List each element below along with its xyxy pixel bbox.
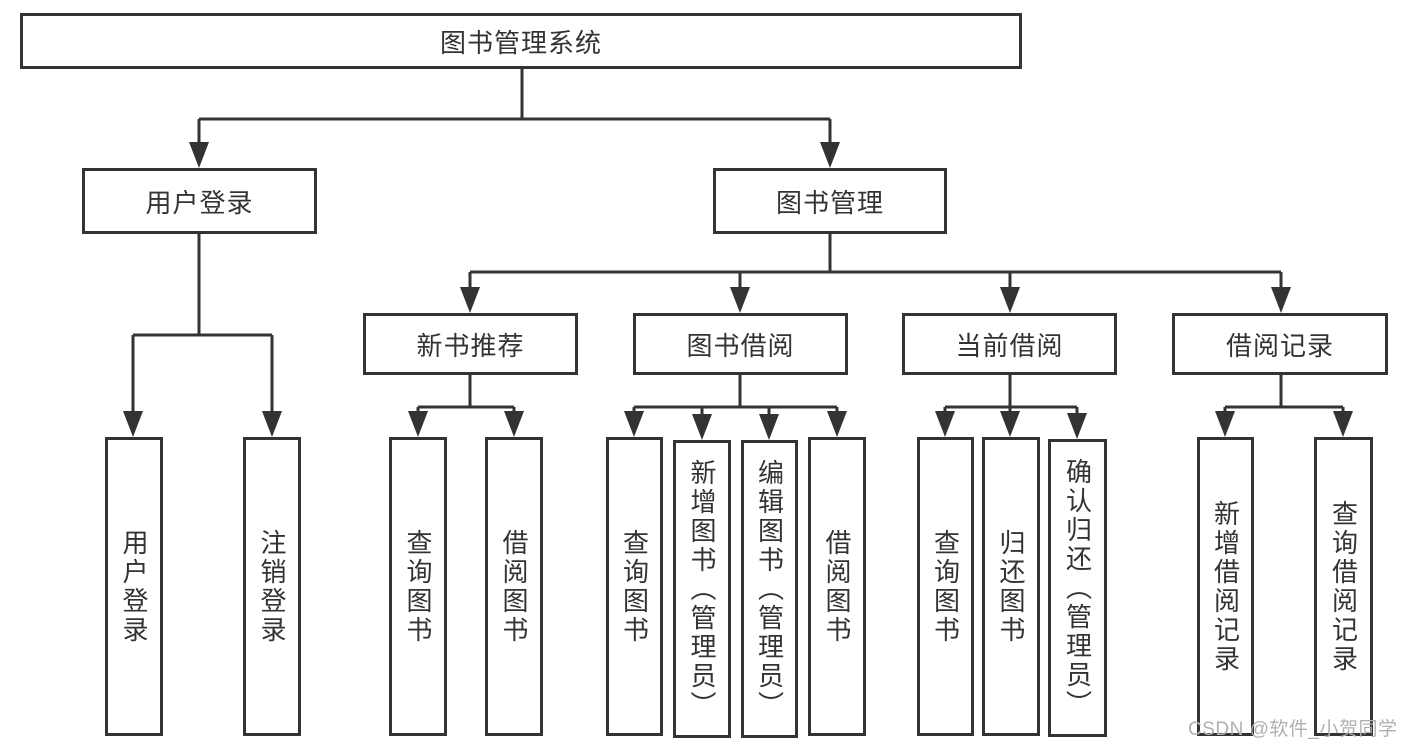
- node-current-borrow: 当前借阅: [902, 313, 1117, 375]
- arrowhead: [504, 411, 524, 437]
- arrowhead: [1333, 411, 1353, 437]
- node-cb-return-books: 归还图书: [982, 437, 1040, 736]
- edge-user-login-children: [131, 234, 274, 415]
- edge-new-books-children: [416, 375, 516, 415]
- arrowhead: [262, 411, 282, 437]
- node-login-user: 用户登录: [105, 437, 163, 736]
- arrowhead: [820, 142, 840, 168]
- edge-borrow-records-children: [1223, 375, 1345, 415]
- arrowhead: [692, 414, 712, 440]
- node-new-books: 新书推荐: [363, 313, 578, 375]
- edge-root-children: [197, 69, 832, 146]
- node-book-borrow: 图书借阅: [633, 313, 848, 375]
- arrowhead: [1215, 411, 1235, 437]
- arrowhead: [1271, 287, 1291, 313]
- node-book-mgmt: 图书管理: [713, 168, 947, 234]
- node-cb-confirm-return-admin: 确认归还（管理员）: [1048, 439, 1107, 737]
- edge-book-borrow-children: [632, 375, 839, 418]
- node-cb-query-books: 查询图书: [917, 437, 974, 736]
- arrowhead: [1000, 287, 1020, 313]
- node-login-logout: 注销登录: [243, 437, 301, 736]
- arrowhead: [1067, 413, 1087, 439]
- node-borrow-records: 借阅记录: [1172, 313, 1388, 375]
- node-user-login: 用户登录: [82, 168, 317, 234]
- node-br-query-record: 查询借阅记录: [1314, 437, 1373, 736]
- node-bb-query-books: 查询图书: [606, 437, 663, 736]
- arrowhead: [408, 411, 428, 437]
- node-br-add-record: 新增借阅记录: [1197, 437, 1254, 736]
- node-bb-borrow-books: 借阅图书: [808, 437, 866, 736]
- arrowhead: [827, 411, 847, 437]
- arrowhead: [189, 142, 209, 168]
- node-nb-query-books: 查询图书: [389, 437, 447, 736]
- arrowhead: [123, 411, 143, 437]
- arrowhead: [935, 411, 955, 437]
- node-bb-edit-books-admin: 编辑图书（管理员）: [741, 440, 798, 738]
- node-root: 图书管理系统: [20, 13, 1022, 69]
- watermark: CSDN @软件_小贺同学: [1188, 719, 1398, 740]
- arrowhead: [460, 287, 480, 313]
- node-nb-borrow-books: 借阅图书: [485, 437, 543, 736]
- edge-current-borrow-children: [943, 375, 1079, 417]
- arrowhead: [624, 411, 644, 437]
- arrowhead: [1000, 411, 1020, 437]
- edge-book-mgmt-children: [468, 234, 1283, 291]
- arrowhead: [759, 414, 779, 440]
- arrowhead: [730, 287, 750, 313]
- node-bb-add-books-admin: 新增图书（管理员）: [673, 440, 731, 738]
